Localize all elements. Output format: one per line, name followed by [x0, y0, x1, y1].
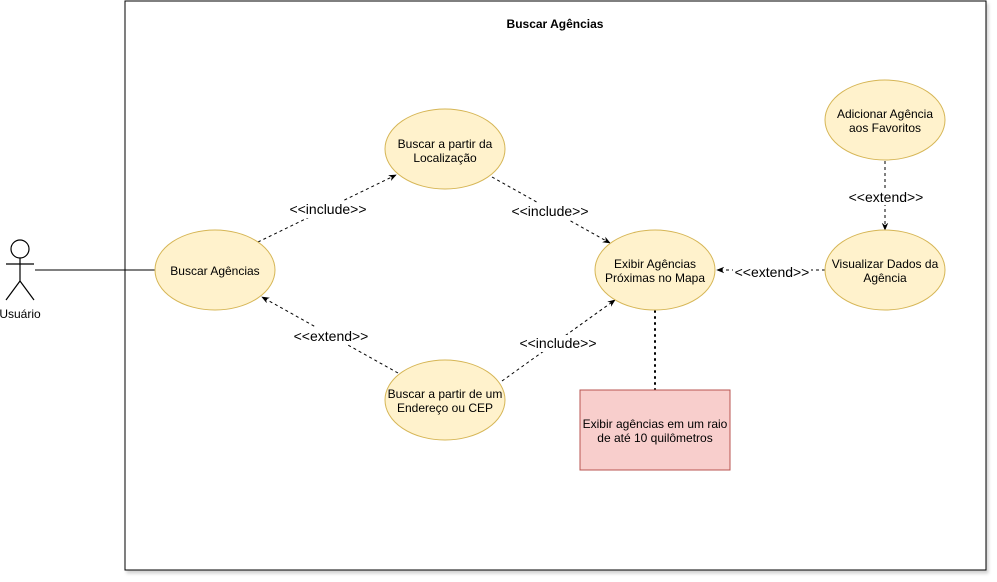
usecase-buscar-agencias[interactable] [154, 229, 276, 311]
actor-usuario[interactable] [5, 239, 35, 301]
usecase-buscar-endereco[interactable] [384, 359, 506, 441]
include-edge-3 [501, 299, 616, 382]
usecase-visualizar-dados-label-1: Visualizar Dados da [832, 257, 939, 271]
extend-edge-1 [261, 296, 399, 374]
include-label-1: <<include>> [289, 201, 366, 217]
usecase-adicionar-favoritos-label-1: Adicionar Agência [837, 107, 933, 121]
usecase-buscar-localizacao-label-1: Buscar a partir da [398, 137, 493, 151]
usecase-buscar-localizacao-label-2: Localização [413, 151, 477, 165]
diagram-title: Buscar Agências [507, 17, 604, 31]
note-text-2: de até 10 quilômetros [597, 431, 712, 445]
extend-label-1: <<extend>> [294, 328, 369, 344]
usecase-adicionar-favoritos[interactable] [824, 79, 946, 161]
extend-label-2: <<extend>> [735, 264, 810, 280]
usecase-exibir-agencias-label-1: Exibir Agências [614, 257, 696, 271]
usecase-visualizar-dados-label-2: Agência [863, 271, 907, 285]
include-label-3: <<include>> [519, 335, 596, 351]
actor-label: Usuário [0, 307, 41, 321]
usecase-buscar-agencias-label: Buscar Agências [170, 264, 259, 278]
usecase-buscar-endereco-label-2: Endereço ou CEP [397, 401, 493, 415]
actor-head [10, 239, 30, 259]
note-box[interactable] [579, 389, 731, 471]
usecase-visualizar-dados[interactable] [824, 229, 946, 311]
include-label-2: <<include>> [511, 203, 588, 219]
usecase-buscar-localizacao[interactable] [384, 108, 506, 190]
usecase-buscar-endereco-label-1: Buscar a partir de um [388, 387, 503, 401]
usecase-exibir-agencias[interactable] [594, 229, 716, 311]
include-edge-1 [257, 174, 397, 243]
usecase-adicionar-favoritos-label-2: aos Favoritos [849, 121, 921, 135]
note-text-1: Exibir agências em um raio [583, 417, 728, 431]
usecase-exibir-agencias-label-2: Próximas no Mapa [605, 271, 705, 285]
extend-label-3: <<extend>> [849, 189, 924, 205]
